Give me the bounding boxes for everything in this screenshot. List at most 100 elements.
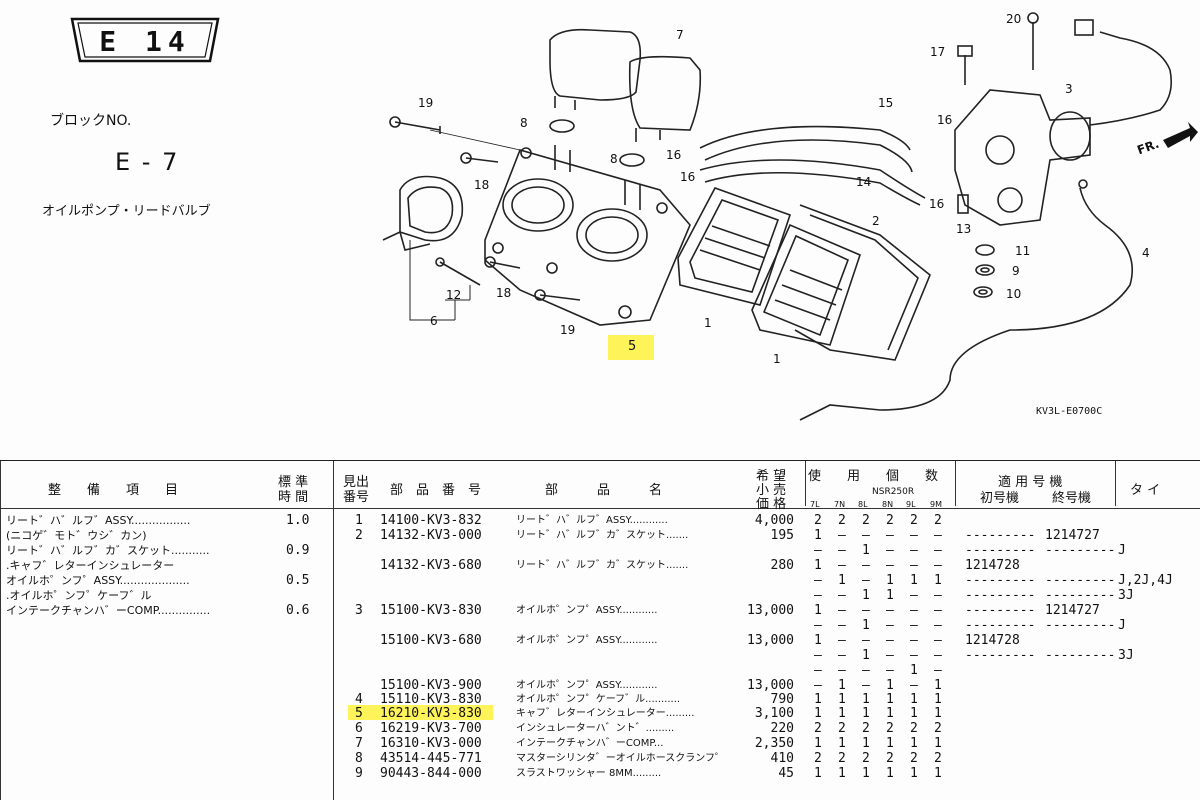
qty-8n: – [886,603,894,618]
qty-9m: – [934,588,942,603]
ref-number: 6 [355,721,363,736]
part-name: リート゛ハ゛ルフ゛ASSY............ [516,515,668,526]
part-number: 14100-KV3-832 [380,513,482,528]
qty-9l: – [910,633,918,648]
part-name: リート゛ハ゛ルフ゛カ゛スケット....... [516,530,689,541]
qty-9m: 2 [934,721,942,736]
qty-9l: 1 [910,706,918,721]
first-serial: 1214728 [965,633,1020,648]
callout-8b: 8 [610,152,618,166]
part-name: キャフ゛レターインシュレーター......... [516,708,695,719]
hdr-price-3: 価 格 [756,497,787,512]
part-name: スラストワッシャー 8MM......... [516,768,662,779]
callout-4: 4 [1142,246,1150,260]
qty-7l: – [814,648,822,663]
qty-9l: – [910,603,918,618]
qty-7n: – [838,543,846,558]
type-code: 3J [1118,648,1134,663]
qty-9l: – [910,543,918,558]
ref-number: 1 [355,513,363,528]
row-highlight [348,705,493,720]
part-number: 90443-844-000 [380,766,482,781]
qty-8l: 2 [862,721,870,736]
qty-8l: 1 [862,766,870,781]
ref-number: 3 [355,603,363,618]
callout-13: 13 [956,222,972,236]
qty-7l: 1 [814,706,822,721]
maintenance-item: (ニコゲ゛モト゛ウシ゛カン) [6,529,147,542]
qty-7l: – [814,678,822,693]
qty-9l: 2 [910,513,918,528]
first-serial: 1214728 [965,558,1020,573]
qty-8l: 1 [862,706,870,721]
hdr-type: タ イ [1130,483,1161,498]
qty-8n: – [886,543,894,558]
qty-9l: 2 [910,721,918,736]
qty-8l: – [862,573,870,588]
qty-9m: 2 [934,751,942,766]
callout-17: 17 [930,45,946,59]
qty-7l: – [814,588,822,603]
ref-number: 5 [355,706,363,721]
qty-8l: 1 [862,543,870,558]
qty-7n: – [838,648,846,663]
qty-9l: – [910,558,918,573]
maintenance-time: 1.0 [286,513,310,528]
qty-7l: 2 [814,721,822,736]
callout-5-highlighted: 5 [608,335,655,360]
last-serial: --------- [1045,573,1116,588]
type-code: J,2J,4J [1118,573,1173,588]
qty-8n: – [886,663,894,678]
callout-20: 20 [1006,12,1022,26]
part-number: 15100-KV3-680 [380,633,482,648]
qty-9m: – [934,663,942,678]
part-number: 16310-KV3-000 [380,736,482,751]
qty-9l: – [910,678,918,693]
qty-8l: 1 [862,618,870,633]
qty-8n: 1 [886,573,894,588]
qty-9m: 2 [934,513,942,528]
first-serial: --------- [965,618,1036,633]
model-code-9m: 9M [930,500,942,509]
hdr-ref-1: 見出 [343,475,370,490]
retail-price: 45 [778,766,794,781]
qty-7n: 1 [838,573,846,588]
retail-price: 790 [770,692,794,707]
qty-8n: 2 [886,751,894,766]
block-title: オイルポンプ・リードバルブ [42,204,211,219]
qty-7n: – [838,528,846,543]
callout-16: 16 [666,148,682,162]
qty-8n: – [886,528,894,543]
qty-9m: – [934,618,942,633]
qty-8n: 1 [886,736,894,751]
callout-16c: 16 [937,113,953,127]
part-name: マスターシリンタ゛ーオイルホースクランフ゜.... [516,753,724,764]
part-number: 15100-KV3-830 [380,603,482,618]
hdr-apply: 適 用 号 機 [998,475,1063,490]
model-code-9l: 9L [906,500,916,509]
part-name: インテークチャンハ゛ーCOMP... [516,738,664,749]
table-rule [1115,461,1116,506]
qty-9l: 2 [910,751,918,766]
qty-9l: – [910,528,918,543]
qty-8n: – [886,648,894,663]
qty-7n: – [838,603,846,618]
type-code: 3J [1118,588,1134,603]
retail-price: 2,350 [754,736,794,751]
hdr-price-1: 希 望 [756,469,787,484]
hdr-qty: 使 用 個 数 [808,469,939,484]
block-label: ブロックNO. [50,113,132,129]
exploded-parts-diagram [382,12,1198,421]
qty-7n: – [838,558,846,573]
callout-15: 15 [878,96,894,110]
type-code: J [1118,543,1126,558]
callout-1: 1 [704,316,712,330]
first-serial: --------- [965,603,1036,618]
qty-7l: – [814,573,822,588]
front-arrow [1163,122,1198,148]
part-number: 15100-KV3-900 [380,678,482,693]
qty-7n: 1 [838,766,846,781]
qty-8l: 1 [862,588,870,603]
qty-9m: – [934,648,942,663]
maintenance-item: .キャフ゛レターインシュレーター [6,559,175,572]
